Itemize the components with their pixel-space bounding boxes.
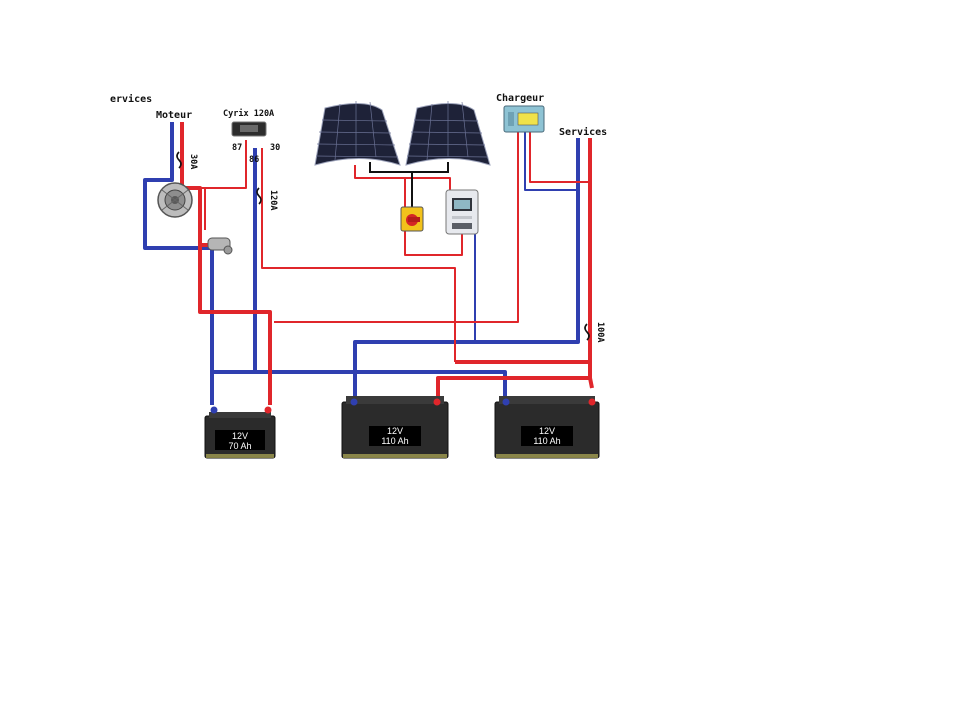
panel-link-wires: [369, 162, 449, 212]
label-services-left: ervices: [110, 93, 152, 105]
battery-capacity: 70 Ah: [228, 441, 251, 451]
label-moteur: Moteur: [156, 110, 192, 121]
label-relay-87: 87: [232, 143, 242, 153]
fuse-label-moteur: 30A: [188, 154, 198, 169]
charger-icon: [503, 105, 545, 133]
battery-110ah-2: [494, 396, 600, 459]
battery-voltage: 12V: [387, 426, 403, 436]
isolator-switch-icon: [400, 206, 424, 232]
fuse-icon: [176, 151, 590, 341]
label-relay-86: 86: [249, 155, 259, 165]
label-chargeur: Chargeur: [496, 93, 544, 104]
positive-wires: [180, 122, 594, 405]
fuse-label-services: 100A: [595, 322, 605, 342]
label-cyrix: Cyrix 120A: [223, 108, 274, 119]
fuse-label-cyrix: 120A: [268, 190, 278, 210]
solar-panel-icon: [405, 101, 491, 166]
starter-motor-icon: [207, 237, 233, 255]
battery-capacity: 110 Ah: [533, 436, 560, 446]
label-relay-30: 30: [270, 143, 280, 153]
battery-voltage: 12V: [539, 426, 555, 436]
battery-70ah: [204, 406, 276, 459]
battery-110ah-1: [341, 396, 449, 459]
alternator-icon: [157, 182, 193, 218]
relay-icon: [231, 121, 267, 137]
solar-panel-icon: [314, 101, 401, 166]
label-services-right: Services: [559, 126, 607, 138]
battery-voltage: 12V: [232, 431, 248, 441]
negative-wires: [143, 122, 580, 405]
mppt-regulator-icon: [445, 189, 479, 235]
thin-positive-wires: [200, 130, 590, 362]
battery-capacity: 110 Ah: [381, 436, 408, 446]
